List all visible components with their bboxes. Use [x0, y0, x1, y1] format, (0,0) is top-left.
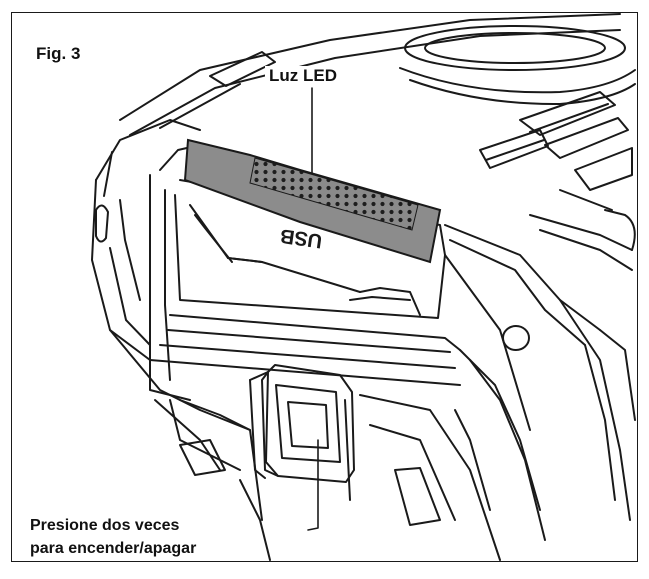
figure-frame [11, 12, 638, 562]
power-button-callout-label: Presione dos veces para encender/apagar [30, 514, 201, 560]
figure-title: Fig. 3 [36, 44, 81, 63]
led-callout-label: Luz LED [265, 66, 341, 86]
press-line-1: Presione dos veces [30, 517, 180, 534]
press-line-2: para encender/apagar [30, 540, 197, 557]
